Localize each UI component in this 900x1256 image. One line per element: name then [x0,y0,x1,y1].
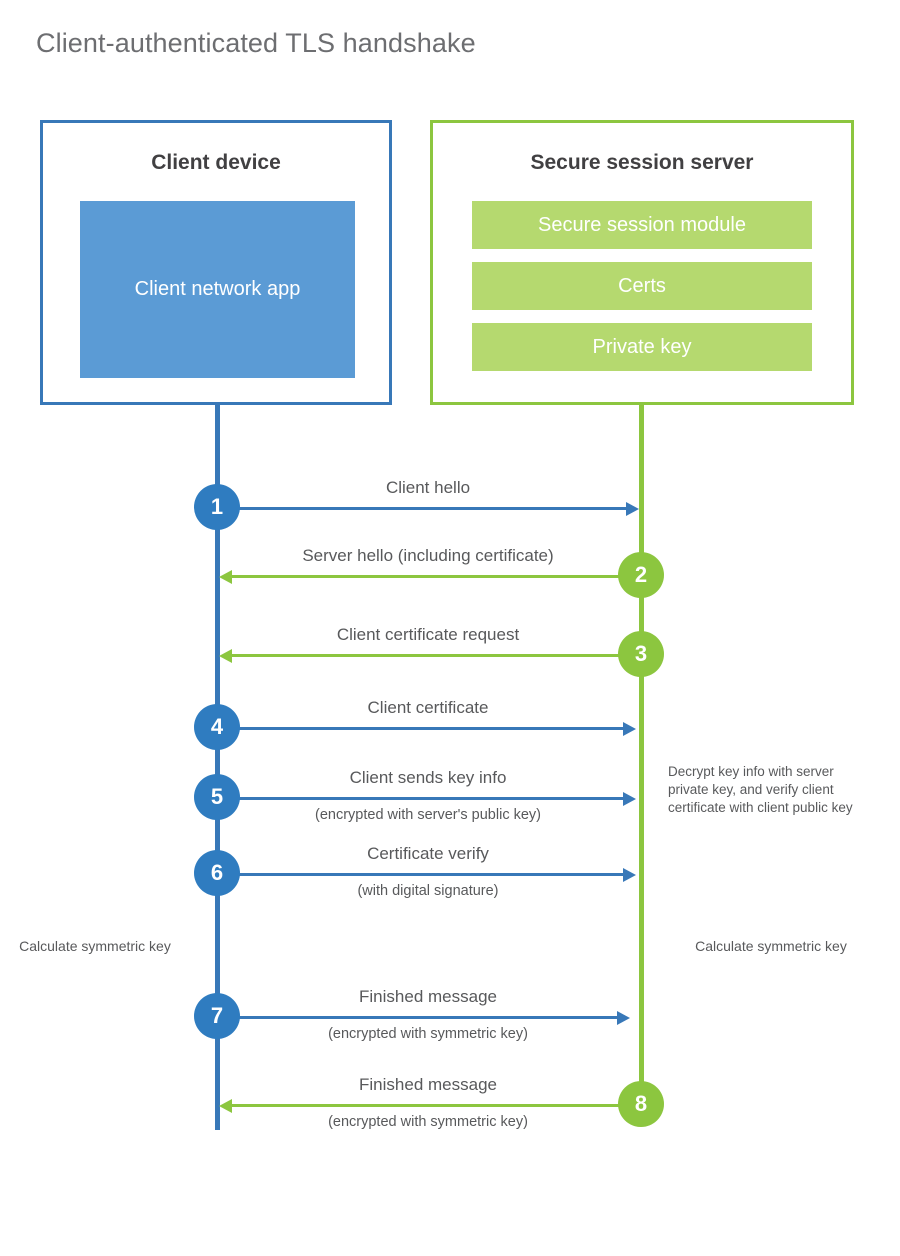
server-component-private-key: Private key [472,323,812,371]
message-label-8: Finished message [359,1075,497,1094]
message-arrow-head-2 [219,570,232,584]
message-label-7: Finished message [359,987,497,1006]
step-circle-4[interactable]: 4 [194,704,240,750]
message-label-4: Client certificate [367,698,489,717]
server-component-certs: Certs [472,262,812,310]
message-label-5: Client sends key info [349,768,507,787]
step-circle-1[interactable]: 1 [194,484,240,530]
message-arrow-line-1 [218,507,628,510]
message-arrow-head-6 [623,868,636,882]
message-arrow-line-3 [232,654,620,657]
page-title: Client-authenticated TLS handshake [36,28,476,58]
message-arrow-line-4 [218,727,625,730]
message-sublabel-6: (with digital signature) [357,883,499,899]
message-arrow-head-4 [623,722,636,736]
message-sublabel-5: (encrypted with server's public key) [315,807,541,823]
message-arrow-head-5 [623,792,636,806]
client-device-title: Client device [151,151,281,174]
server-decrypt-note: Decrypt key info with server private key… [668,764,853,815]
step-circle-5[interactable]: 5 [194,774,240,820]
server-component-secure-session-module: Secure session module [472,201,812,249]
message-arrow-line-5 [218,797,625,800]
secure-session-server-title: Secure session server [530,151,754,174]
message-arrow-line-8 [232,1104,620,1107]
step-circle-3[interactable]: 3 [618,631,664,677]
message-arrow-head-7 [617,1011,630,1025]
client-device-box: Client device Client network app [40,120,392,405]
message-arrow-line-6 [218,873,625,876]
message-sublabel-7: (encrypted with symmetric key) [328,1026,528,1042]
client-calculate-symmetric-key-note: Calculate symmetric key [19,938,171,954]
message-label-6: Certificate verify [367,844,489,863]
message-label-2: Server hello (including certificate) [302,546,554,565]
step-circle-2[interactable]: 2 [618,552,664,598]
server-lifeline [639,402,644,1106]
step-circle-6[interactable]: 6 [194,850,240,896]
message-label-3: Client certificate request [336,625,520,644]
message-arrow-line-2 [232,575,620,578]
client-network-app-block: Client network app [80,201,355,378]
server-component-list: Secure session module Certs Private key [472,201,812,384]
step-circle-8[interactable]: 8 [618,1081,664,1127]
message-arrow-head-1 [626,502,639,516]
server-calculate-symmetric-key-note: Calculate symmetric key [695,938,847,954]
secure-session-server-box: Secure session server Secure session mod… [430,120,854,405]
message-arrow-line-7 [218,1016,619,1019]
message-label-1: Client hello [385,478,471,497]
message-sublabel-8: (encrypted with symmetric key) [328,1114,528,1130]
client-network-app-label: Client network app [134,278,301,300]
message-arrow-head-3 [219,649,232,663]
step-circle-7[interactable]: 7 [194,993,240,1039]
client-lifeline [215,402,220,1130]
message-arrow-head-8 [219,1099,232,1113]
